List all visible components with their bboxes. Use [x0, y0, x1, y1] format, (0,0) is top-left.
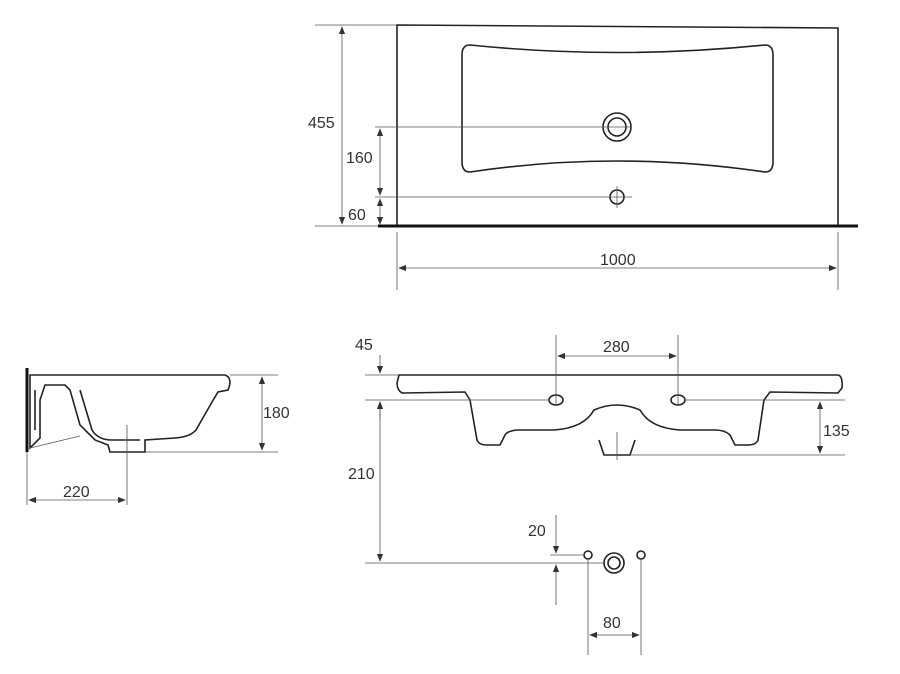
dim-drain-height: 210	[348, 466, 375, 483]
basin-outline-top	[396, 24, 839, 227]
front-profile	[396, 374, 843, 446]
side-view: 180 220	[25, 368, 290, 505]
dim-drain-distance: 220	[63, 484, 90, 501]
mounting-detail: 20 80	[365, 515, 646, 655]
side-profile	[29, 374, 231, 453]
front-view: 280 45 135 210	[348, 335, 850, 562]
drain-pipe-icon	[603, 552, 625, 574]
dim-depth: 455	[308, 115, 335, 132]
dim-hole-spacing: 280	[603, 339, 630, 356]
dim-offset: 20	[528, 523, 546, 540]
dim-drain-offset: 160	[346, 150, 373, 167]
dim-spacing: 80	[603, 615, 621, 632]
bowl-outline	[461, 44, 774, 173]
dim-side-height: 180	[263, 405, 290, 422]
dim-leg-height: 135	[823, 423, 850, 440]
bolt-right-icon	[636, 550, 646, 560]
dim-width: 1000	[600, 252, 636, 269]
dim-tap-offset: 60	[348, 207, 366, 224]
top-view: 455 160 60 1000	[308, 24, 858, 290]
dim-rim: 45	[355, 337, 373, 354]
bolt-left-icon	[583, 550, 593, 560]
